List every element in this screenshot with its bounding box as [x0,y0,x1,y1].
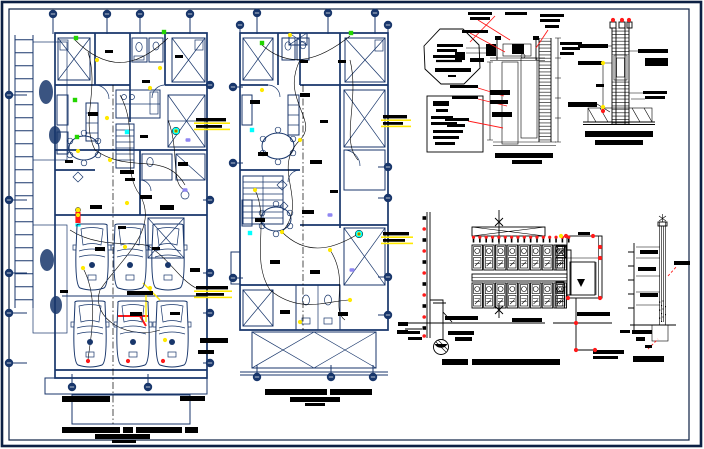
riser-diagram [628,214,678,350]
illegible-text-bars [60,12,690,443]
breaker-rows [471,244,567,309]
terminal-dots [471,235,571,243]
grid-axis-bubbles [4,8,393,392]
detail-callout-octagon [423,15,496,85]
ground-well-section [467,19,561,146]
main-meter-box [553,235,612,351]
feeder-line-marks [422,216,427,338]
floor-plan-ground [14,32,208,425]
yellow-highlight-callouts [194,115,413,299]
floor-plan-upper [230,32,389,376]
electrical-symbol-marks [72,17,632,364]
wall-section-detail [583,21,655,125]
panel-one-line [405,210,572,355]
